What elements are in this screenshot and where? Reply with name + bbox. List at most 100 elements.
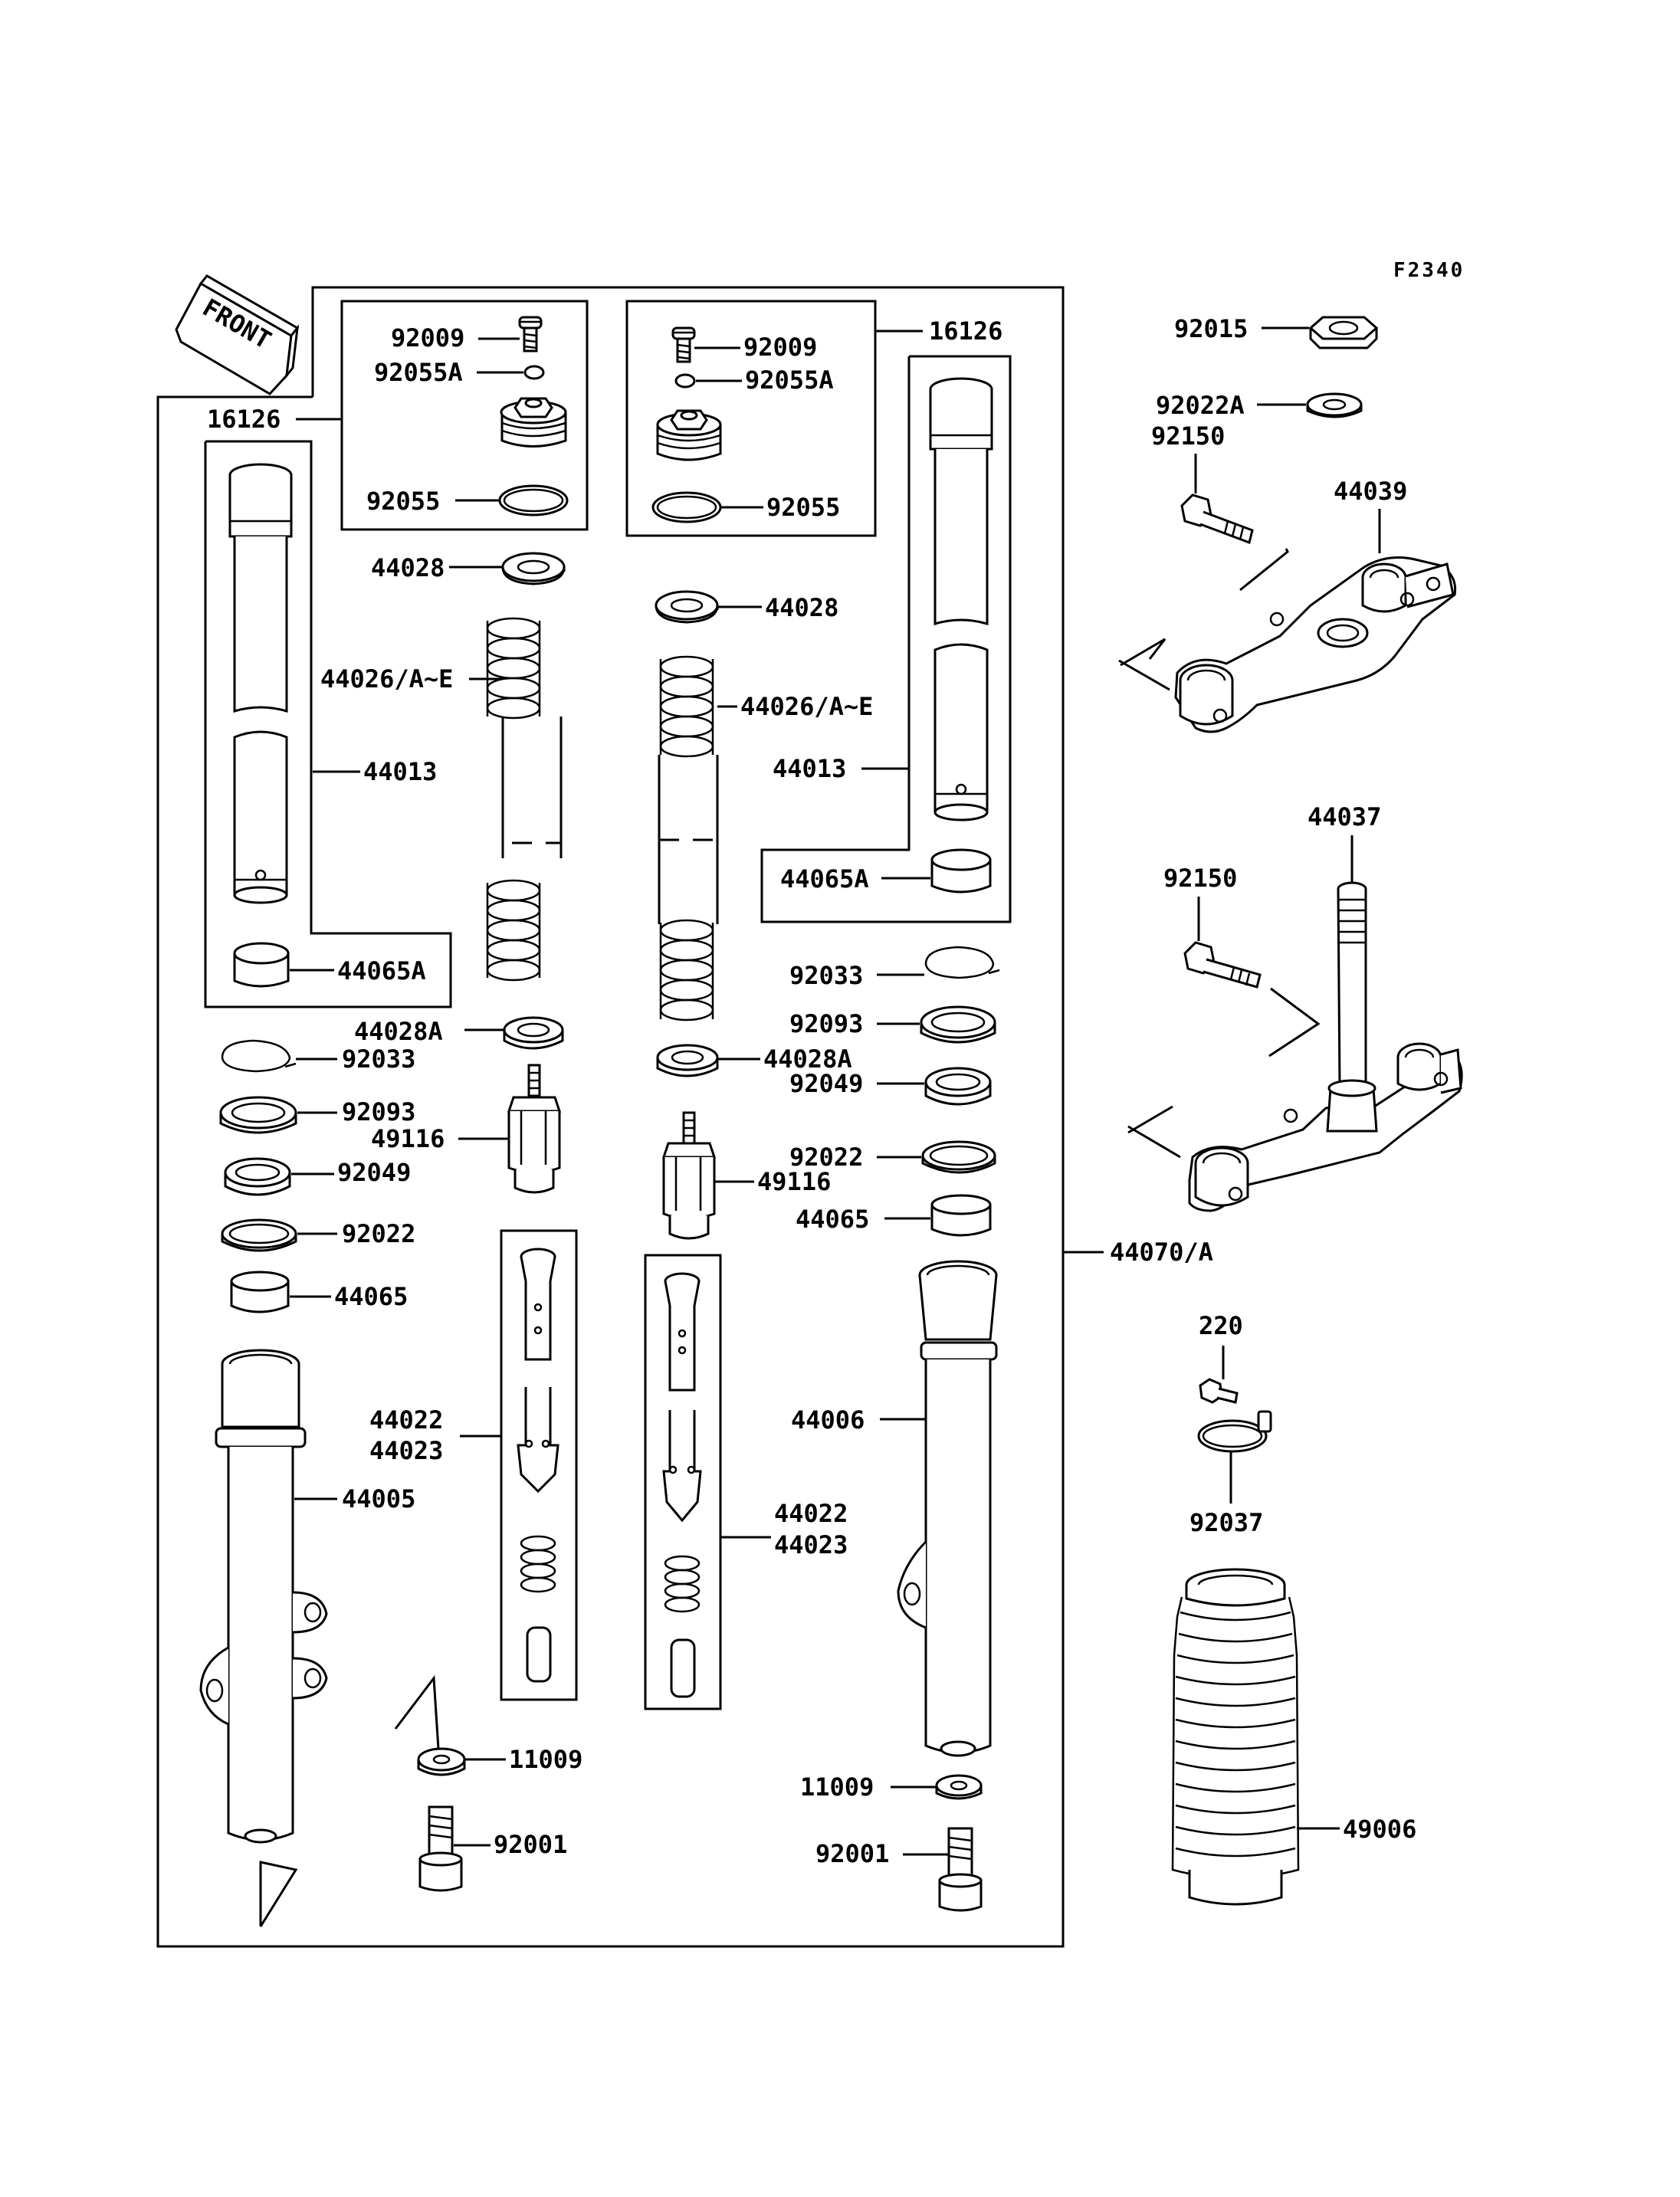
front-arrow-icon: FRONT bbox=[175, 274, 300, 395]
left-label-92055A: 92055A bbox=[374, 358, 463, 387]
left-label-92009: 92009 bbox=[391, 323, 464, 353]
right-fork-spring-44026 bbox=[658, 655, 719, 1021]
upper-fork-bracket-44039 bbox=[1118, 556, 1457, 733]
left-label-49116: 49116 bbox=[371, 1124, 445, 1153]
right-label-11009: 11009 bbox=[800, 1772, 874, 1802]
left-label-92001: 92001 bbox=[494, 1830, 567, 1859]
right-label-92001: 92001 bbox=[815, 1839, 889, 1868]
left-damper-rod-box bbox=[500, 1229, 578, 1701]
left-circlip-92033 bbox=[221, 1039, 297, 1073]
side-label-92022A: 92022A bbox=[1156, 391, 1245, 420]
right-fork-tube-box bbox=[760, 355, 1012, 923]
right-label-44028: 44028 bbox=[765, 593, 838, 622]
right-label-44006: 44006 bbox=[791, 1405, 865, 1435]
left-label-44026: 44026/A~E bbox=[320, 664, 453, 694]
side-label-92037: 92037 bbox=[1189, 1508, 1263, 1537]
right-fork-tube-44013 bbox=[929, 377, 993, 821]
left-fork-cap-bolt bbox=[500, 397, 567, 448]
boot-clamp-92037 bbox=[1197, 1410, 1272, 1453]
right-circlip-92033 bbox=[924, 946, 1000, 979]
left-oring-92055A bbox=[523, 365, 545, 380]
right-bolt-92001 bbox=[938, 1827, 983, 1912]
right-label-92093: 92093 bbox=[789, 1009, 863, 1038]
left-label-16126: 16126 bbox=[207, 405, 281, 434]
right-spring-seat-44028A bbox=[656, 1044, 719, 1077]
side-label-92150-upper: 92150 bbox=[1151, 421, 1225, 451]
right-outer-tube-44006 bbox=[897, 1260, 998, 1757]
side-label-44039: 44039 bbox=[1334, 477, 1407, 506]
steering-nut-92015 bbox=[1308, 316, 1379, 349]
left-fork-tube-44013 bbox=[228, 463, 293, 904]
left-label-44005: 44005 bbox=[342, 1484, 415, 1513]
right-seal-92049 bbox=[924, 1067, 992, 1106]
right-label-16126: 16126 bbox=[929, 316, 1002, 346]
left-label-92093: 92093 bbox=[342, 1097, 415, 1126]
left-label-92022: 92022 bbox=[342, 1219, 415, 1248]
side-label-44037: 44037 bbox=[1308, 802, 1381, 831]
right-label-44026: 44026/A~E bbox=[740, 692, 873, 721]
fork-boot-49006 bbox=[1171, 1568, 1300, 1906]
right-label-44028A: 44028A bbox=[763, 1044, 852, 1074]
left-label-11009: 11009 bbox=[509, 1745, 582, 1774]
left-bushing-44065 bbox=[230, 1271, 290, 1313]
right-label-44065: 44065 bbox=[796, 1205, 869, 1234]
left-oil-seal-92093 bbox=[219, 1096, 297, 1134]
right-damper-valve-49116 bbox=[661, 1111, 717, 1240]
side-label-92015: 92015 bbox=[1174, 314, 1248, 343]
left-bolt-92001 bbox=[418, 1805, 463, 1892]
lower-fork-bracket-44037 bbox=[1127, 881, 1463, 1212]
left-label-44022: 44022 bbox=[369, 1405, 443, 1435]
fork-assembly-frame bbox=[156, 286, 1065, 1948]
left-seal-92049 bbox=[224, 1157, 291, 1196]
left-fork-tube-box bbox=[204, 440, 452, 1008]
left-spring-seat-44028A bbox=[503, 1016, 564, 1050]
lower-clamp-bolt-92150 bbox=[1183, 941, 1262, 989]
figure-code: F2340 bbox=[1393, 259, 1465, 282]
right-label-92022: 92022 bbox=[789, 1143, 863, 1172]
steering-washer-92022A bbox=[1306, 392, 1363, 418]
right-spring-seat-44028 bbox=[655, 590, 719, 624]
left-label-44028A: 44028A bbox=[354, 1017, 443, 1046]
right-bushing-44065A bbox=[930, 848, 992, 894]
left-label-92049: 92049 bbox=[337, 1158, 411, 1187]
upper-clamp-bolt-92150 bbox=[1180, 494, 1254, 544]
left-label-44065: 44065 bbox=[334, 1282, 408, 1311]
right-label-92055: 92055 bbox=[766, 493, 840, 522]
clamp-screw-220 bbox=[1199, 1378, 1239, 1404]
right-washer-92022 bbox=[921, 1140, 996, 1174]
left-label-92033: 92033 bbox=[342, 1044, 415, 1074]
left-washer-92022 bbox=[221, 1218, 297, 1252]
right-label-44023: 44023 bbox=[774, 1530, 848, 1559]
right-cap-set-box bbox=[625, 300, 877, 537]
right-oring-92055A bbox=[674, 373, 696, 389]
right-label-44065A: 44065A bbox=[780, 864, 869, 894]
right-damper-rod-44022 bbox=[662, 1272, 702, 1698]
right-label-92055A: 92055A bbox=[745, 366, 834, 395]
left-gasket-11009 bbox=[417, 1747, 466, 1776]
right-screw-92009 bbox=[671, 326, 696, 363]
right-gasket-11009 bbox=[935, 1774, 983, 1800]
right-label-44022: 44022 bbox=[774, 1499, 848, 1528]
assembly-label-44070: 44070/A bbox=[1110, 1238, 1213, 1267]
left-outer-tube-44005 bbox=[199, 1349, 328, 1844]
right-label-44013: 44013 bbox=[773, 754, 846, 783]
right-label-49116: 49116 bbox=[757, 1167, 831, 1196]
right-fork-cap-bolt bbox=[656, 409, 722, 461]
left-damper-valve-49116 bbox=[507, 1064, 562, 1194]
side-label-220: 220 bbox=[1199, 1311, 1243, 1340]
right-label-92049: 92049 bbox=[789, 1069, 863, 1098]
right-damper-rod-box bbox=[644, 1254, 722, 1710]
left-bushing-44065A bbox=[233, 942, 290, 988]
left-label-44065A: 44065A bbox=[337, 956, 426, 985]
left-damper-rod-44022 bbox=[517, 1248, 559, 1683]
right-oil-seal-92093 bbox=[920, 1005, 996, 1044]
right-label-92033: 92033 bbox=[789, 961, 863, 990]
side-label-92150-lower: 92150 bbox=[1163, 864, 1237, 893]
left-screw-92009 bbox=[518, 316, 543, 353]
left-label-44013: 44013 bbox=[363, 757, 437, 786]
left-label-92055: 92055 bbox=[366, 487, 440, 516]
left-label-44028: 44028 bbox=[371, 553, 445, 582]
left-spring-seat-44028 bbox=[501, 552, 566, 585]
right-label-92009: 92009 bbox=[743, 333, 817, 362]
